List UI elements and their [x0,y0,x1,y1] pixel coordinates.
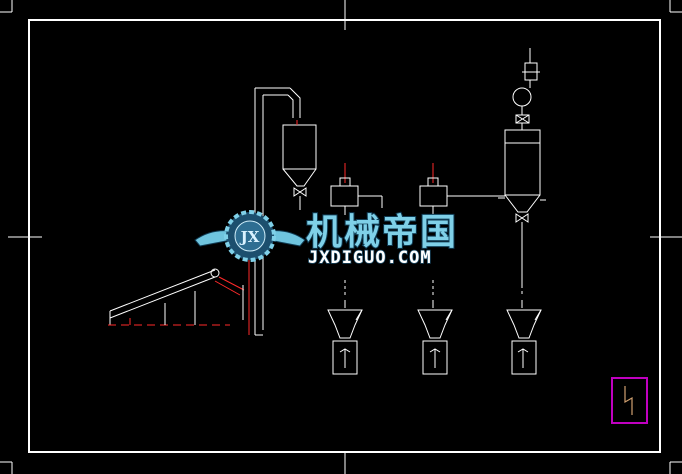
crosshair-lines [8,0,682,474]
bucket-elevator [248,87,301,336]
silo-main [498,48,546,285]
packing-station-1 [327,280,363,375]
feeder-unit-2 [419,163,448,215]
drawing-frame [28,19,661,453]
belt-conveyor [108,268,245,326]
watermark-domain: JXDIGUO.COM [308,248,432,268]
connector-pipes [358,195,505,208]
marker-box[interactable] [611,377,648,424]
silo-1 [282,120,317,210]
feeder-unit-1 [330,163,359,215]
lightning-icon [624,386,633,415]
packing-station-2 [417,280,453,375]
watermark-logo: JX [194,210,306,262]
packing-station-3 [506,285,542,375]
watermark-emblem-letters: JX [239,228,260,246]
watermark-chinese-name: 机械帝国 [306,212,458,253]
